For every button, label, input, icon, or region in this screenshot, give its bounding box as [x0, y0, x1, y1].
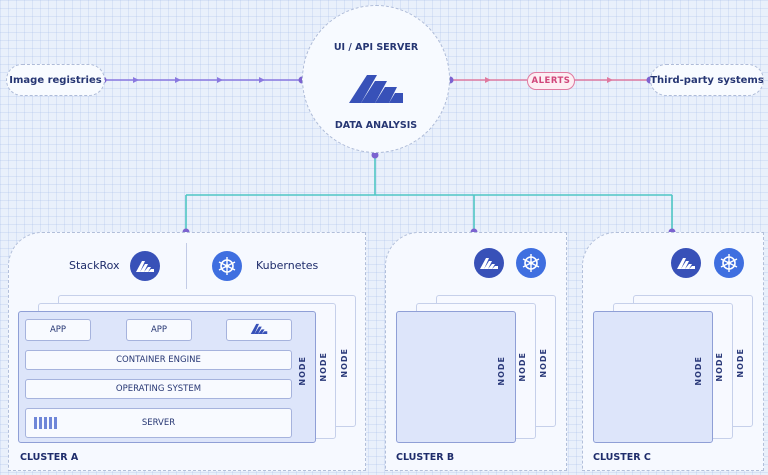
kubernetes-wheel-icon: [516, 248, 546, 278]
node-label: NODE: [539, 348, 548, 378]
node-label: NODE: [518, 352, 527, 382]
stackrox-logo-icon: [347, 69, 405, 107]
alerts-badge[interactable]: ALERTS: [527, 72, 575, 90]
stackrox-logo-icon: [671, 248, 701, 278]
ui-api-server[interactable]: UI / API SERVER DATA ANALYSIS: [302, 5, 450, 153]
server-subtitle: DATA ANALYSIS: [334, 120, 418, 131]
node-label: NODE: [340, 348, 349, 378]
node-card[interactable]: [396, 311, 516, 443]
node-label: NODE: [736, 348, 745, 378]
image-registries-node[interactable]: Image registries: [6, 64, 105, 96]
operating-system-layer[interactable]: OPERATING SYSTEM: [25, 379, 292, 399]
node-label: NODE: [298, 356, 307, 386]
stackrox-logo-icon: [250, 323, 268, 337]
third-party-systems-node[interactable]: Third-party systems: [650, 64, 764, 96]
node-card[interactable]: [593, 311, 713, 443]
stackrox-label: StackRox: [69, 259, 120, 272]
node-label: NODE: [497, 356, 506, 386]
stackrox-logo-icon: [130, 251, 160, 281]
kubernetes-label: Kubernetes: [256, 259, 319, 272]
cluster-b-label: CLUSTER B: [396, 452, 455, 463]
brand-divider: [186, 243, 187, 289]
server-label: SERVER: [141, 418, 176, 428]
stackrox-logo-icon: [474, 248, 504, 278]
app-box[interactable]: APP: [25, 319, 91, 341]
cluster-c-label: CLUSTER C: [593, 452, 651, 463]
stackrox-app-box[interactable]: [226, 319, 292, 341]
app-box[interactable]: APP: [126, 319, 192, 341]
node-label: NODE: [715, 352, 724, 382]
kubernetes-wheel-icon: [714, 248, 744, 278]
kubernetes-wheel-icon: [212, 251, 242, 281]
container-engine-layer[interactable]: CONTAINER ENGINE: [25, 350, 292, 370]
server-title: UI / API SERVER: [333, 42, 419, 53]
server-layer[interactable]: SERVER: [25, 408, 292, 438]
server-rack-icon: [34, 417, 60, 432]
cluster-a-label: CLUSTER A: [20, 452, 79, 463]
node-label: NODE: [319, 352, 328, 382]
node-label: NODE: [694, 356, 703, 386]
